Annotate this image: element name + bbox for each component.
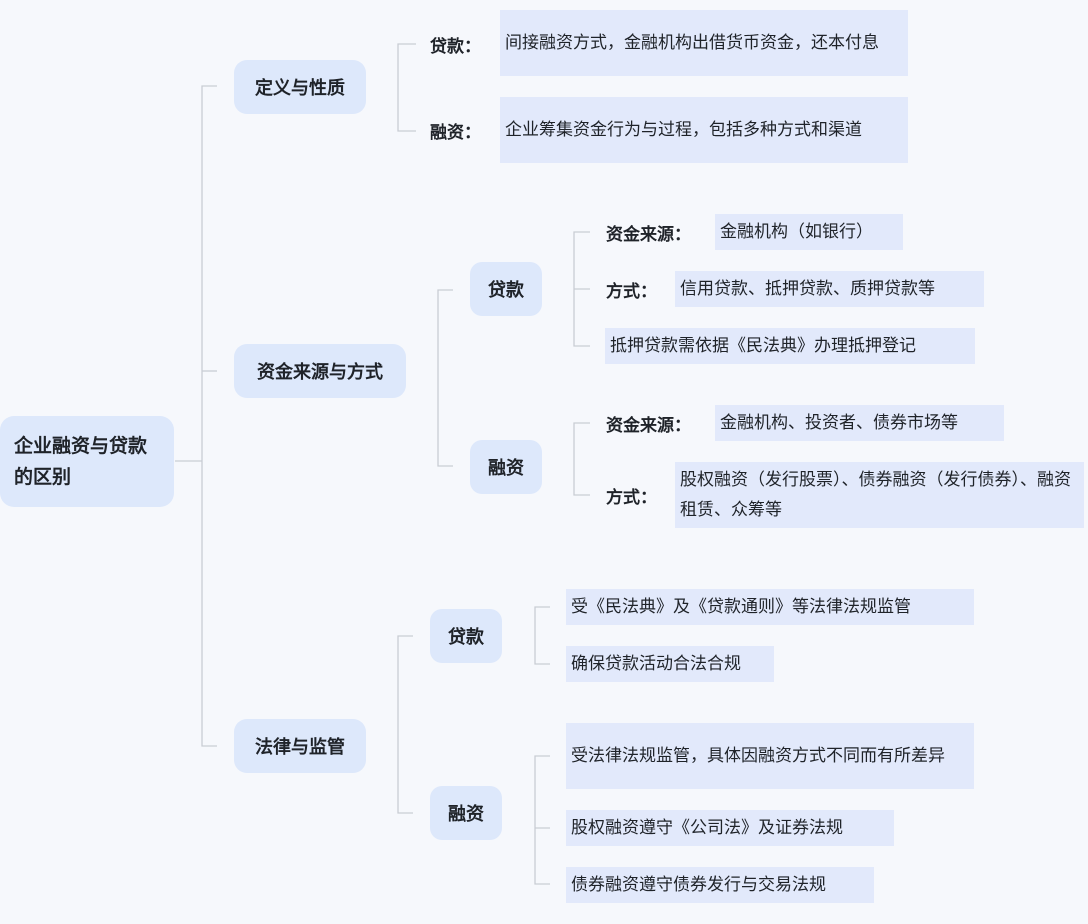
connector-source bbox=[437, 289, 453, 467]
section-definition[interactable]: 定义与性质 bbox=[234, 60, 366, 114]
definition-loan-text[interactable]: 间接融资方式，金融机构出借货币资金，还本付息 bbox=[500, 10, 908, 76]
law-financing-node[interactable]: 融资 bbox=[430, 786, 502, 840]
root-title: 企业融资与贷款的区别 bbox=[14, 434, 148, 488]
definition-loan-label: 贷款： bbox=[430, 36, 481, 57]
law-loan-text-2[interactable]: 确保贷款活动合法合规 bbox=[566, 646, 774, 682]
source-loan-note-text[interactable]: 抵押贷款需依据《民法典》办理抵押登记 bbox=[605, 328, 975, 364]
source-financing-node[interactable]: 融资 bbox=[470, 440, 542, 494]
source-fin-method-label: 方式： bbox=[606, 487, 657, 508]
section-law[interactable]: 法律与监管 bbox=[234, 719, 366, 773]
connector-root bbox=[175, 85, 217, 747]
section-source[interactable]: 资金来源与方式 bbox=[234, 344, 406, 398]
source-fin-method-text[interactable]: 股权融资（发行股票）、债券融资（发行债券）、融资租赁、众筹等 bbox=[675, 462, 1084, 528]
connector-law-fin bbox=[534, 755, 550, 885]
connector-definition bbox=[397, 43, 416, 132]
section-definition-title: 定义与性质 bbox=[255, 78, 345, 99]
source-loan-node[interactable]: 贷款 bbox=[470, 262, 542, 316]
connector-source-fin bbox=[573, 422, 590, 496]
law-loan-node[interactable]: 贷款 bbox=[430, 609, 502, 663]
source-loan-method-label: 方式： bbox=[606, 281, 657, 302]
connector-source-loan bbox=[573, 231, 590, 347]
source-loan-origin-text[interactable]: 金融机构（如银行） bbox=[715, 214, 903, 250]
connector-law bbox=[397, 635, 413, 814]
definition-financing-text[interactable]: 企业筹集资金行为与过程，包括多种方式和渠道 bbox=[500, 97, 908, 163]
root-node[interactable]: 企业融资与贷款的区别 bbox=[0, 416, 174, 507]
source-fin-origin-label: 资金来源： bbox=[606, 415, 691, 436]
definition-financing-label: 融资： bbox=[430, 122, 481, 143]
section-source-title: 资金来源与方式 bbox=[257, 362, 383, 383]
law-loan-text-1[interactable]: 受《民法典》及《贷款通则》等法律法规监管 bbox=[566, 589, 974, 625]
source-loan-method-text[interactable]: 信用贷款、抵押贷款、质押贷款等 bbox=[675, 271, 984, 307]
section-law-title: 法律与监管 bbox=[255, 737, 345, 758]
source-fin-origin-text[interactable]: 金融机构、投资者、债券市场等 bbox=[715, 405, 1004, 441]
law-fin-text-3[interactable]: 债券融资遵守债券发行与交易法规 bbox=[566, 867, 874, 903]
connector-law-loan bbox=[534, 606, 550, 665]
law-fin-text-1[interactable]: 受法律法规监管，具体因融资方式不同而有所差异 bbox=[566, 723, 974, 789]
source-loan-origin-label: 资金来源： bbox=[606, 224, 691, 245]
law-fin-text-2[interactable]: 股权融资遵守《公司法》及证券法规 bbox=[566, 810, 894, 846]
